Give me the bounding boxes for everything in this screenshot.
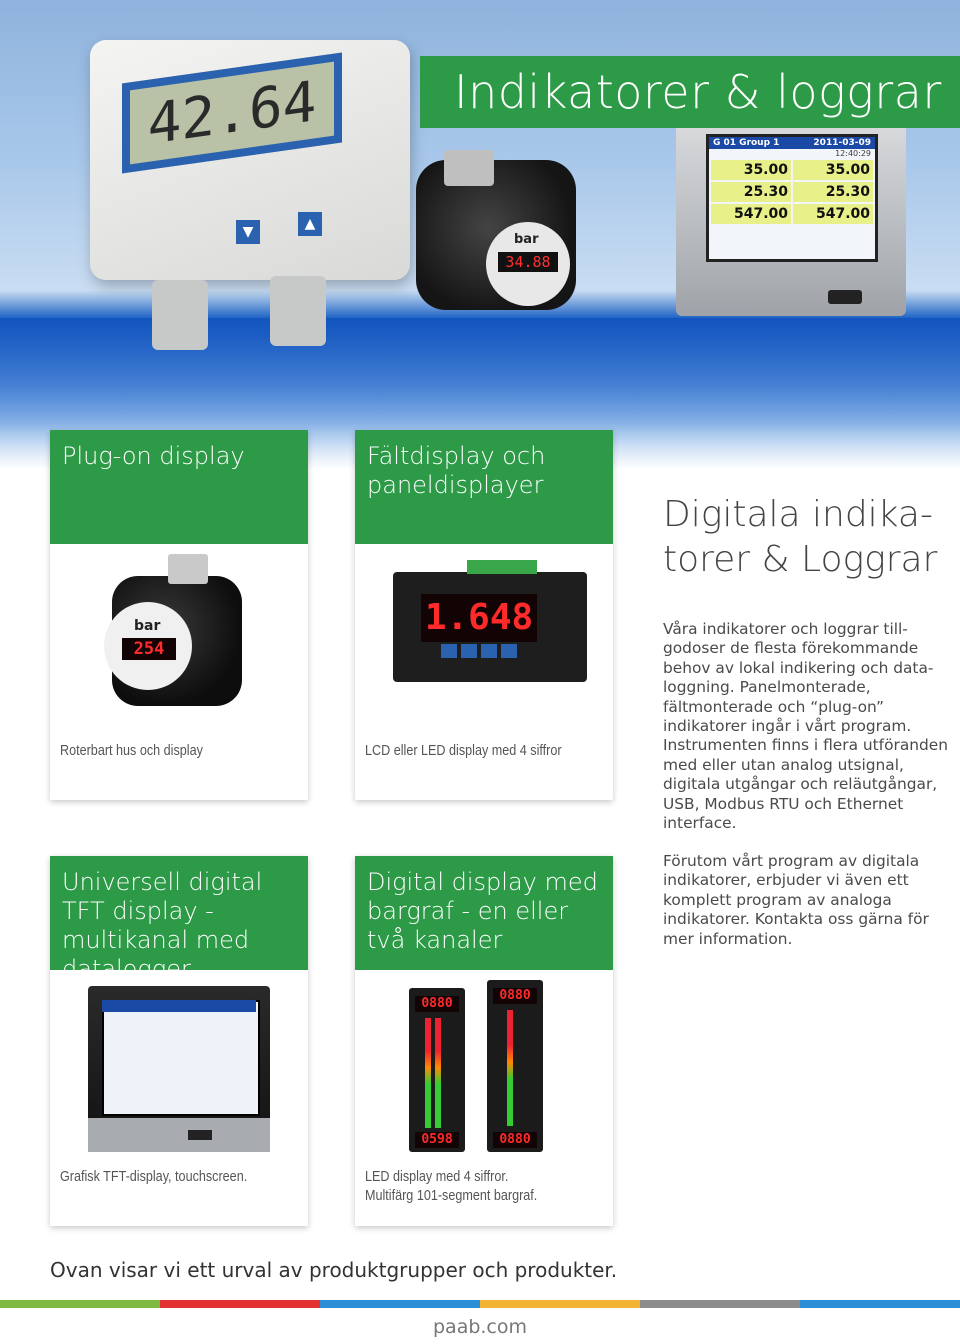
page-title: Indikatorer & loggrar [420, 56, 960, 128]
cable-gland [270, 276, 326, 346]
esc-key-icon [481, 644, 497, 658]
color-stripe [320, 1300, 480, 1308]
plug-connector [444, 150, 494, 186]
terminal-block [467, 560, 537, 574]
panel-led-value: 1.648 [421, 594, 537, 642]
tft-usb-port [828, 290, 862, 304]
color-stripe [800, 1300, 960, 1308]
down-arrow-icon [461, 644, 477, 658]
bargraph-led [507, 1010, 513, 1126]
color-stripe [160, 1300, 320, 1308]
up-arrow-icon [441, 644, 457, 658]
section-heading: Digitala indika-torer & Loggrar [663, 494, 938, 580]
bargraph-led [435, 1018, 441, 1128]
tft-screen: G 01 Group 1 2011-03-09 12:40:29 35.00 3… [706, 134, 878, 262]
card-caption-line1: LED display med 4 siffror. [365, 1168, 509, 1185]
card-title: Plug-on display [50, 430, 308, 544]
tft-header: G 01 Group 1 2011-03-09 [709, 137, 875, 149]
website-link[interactable]: paab.com [432, 1316, 528, 1338]
intro-paragraph: Våra indikatorer och loggrar till-godose… [663, 620, 949, 833]
enter-key-icon [501, 644, 517, 658]
color-stripe [640, 1300, 800, 1308]
cable-gland [152, 280, 208, 350]
plug-on-unit: bar [514, 232, 539, 247]
footnote: Ovan visar vi ett urval av produktgruppe… [50, 1258, 618, 1282]
card-tft-display: Universell digital TFT display - multika… [50, 856, 308, 1226]
card-title: Universell digital TFT display - multika… [50, 856, 308, 983]
usb-port-icon [188, 1130, 212, 1140]
card-caption: Grafisk TFT-display, touchscreen. [60, 1168, 248, 1185]
plug-connector [168, 554, 208, 584]
bargraph-unit-2 [487, 980, 543, 1152]
card-bargraph-display: Digital display med bargraf - en eller t… [355, 856, 613, 1226]
tft-product-bezel [88, 1118, 270, 1152]
card-caption-line2: Multifärg 101-segment bargraf. [365, 1187, 538, 1204]
card-caption: Roterbart hus och display [60, 742, 203, 759]
color-stripe [480, 1300, 640, 1308]
card-title: Fältdisplay och paneldisplayer [355, 430, 613, 544]
secondary-paragraph: Förutom vårt program av digitala indikat… [663, 852, 929, 948]
plug-on-led: 34.88 [498, 252, 558, 272]
card-caption: LCD eller LED display med 4 siffror [365, 742, 562, 759]
down-arrow-icon: ▼ [236, 220, 260, 244]
tft-product-screen [102, 1000, 260, 1116]
tft-product-header [102, 1000, 256, 1012]
up-arrow-icon: ▲ [298, 212, 322, 236]
tft-values: 35.00 35.00 25.30 25.30 547.00 547.00 [709, 158, 875, 226]
color-stripe [0, 1300, 160, 1308]
card-title: Digital display med bargraf - en eller t… [355, 856, 613, 970]
card-field-panel-display: Fältdisplay och paneldisplayer 1.648 LCD… [355, 430, 613, 800]
card-plug-on-display: Plug-on display bar 254 Roterbart hus oc… [50, 430, 308, 800]
bargraph-led [425, 1018, 431, 1128]
plug-on-led: 254 [122, 638, 176, 660]
